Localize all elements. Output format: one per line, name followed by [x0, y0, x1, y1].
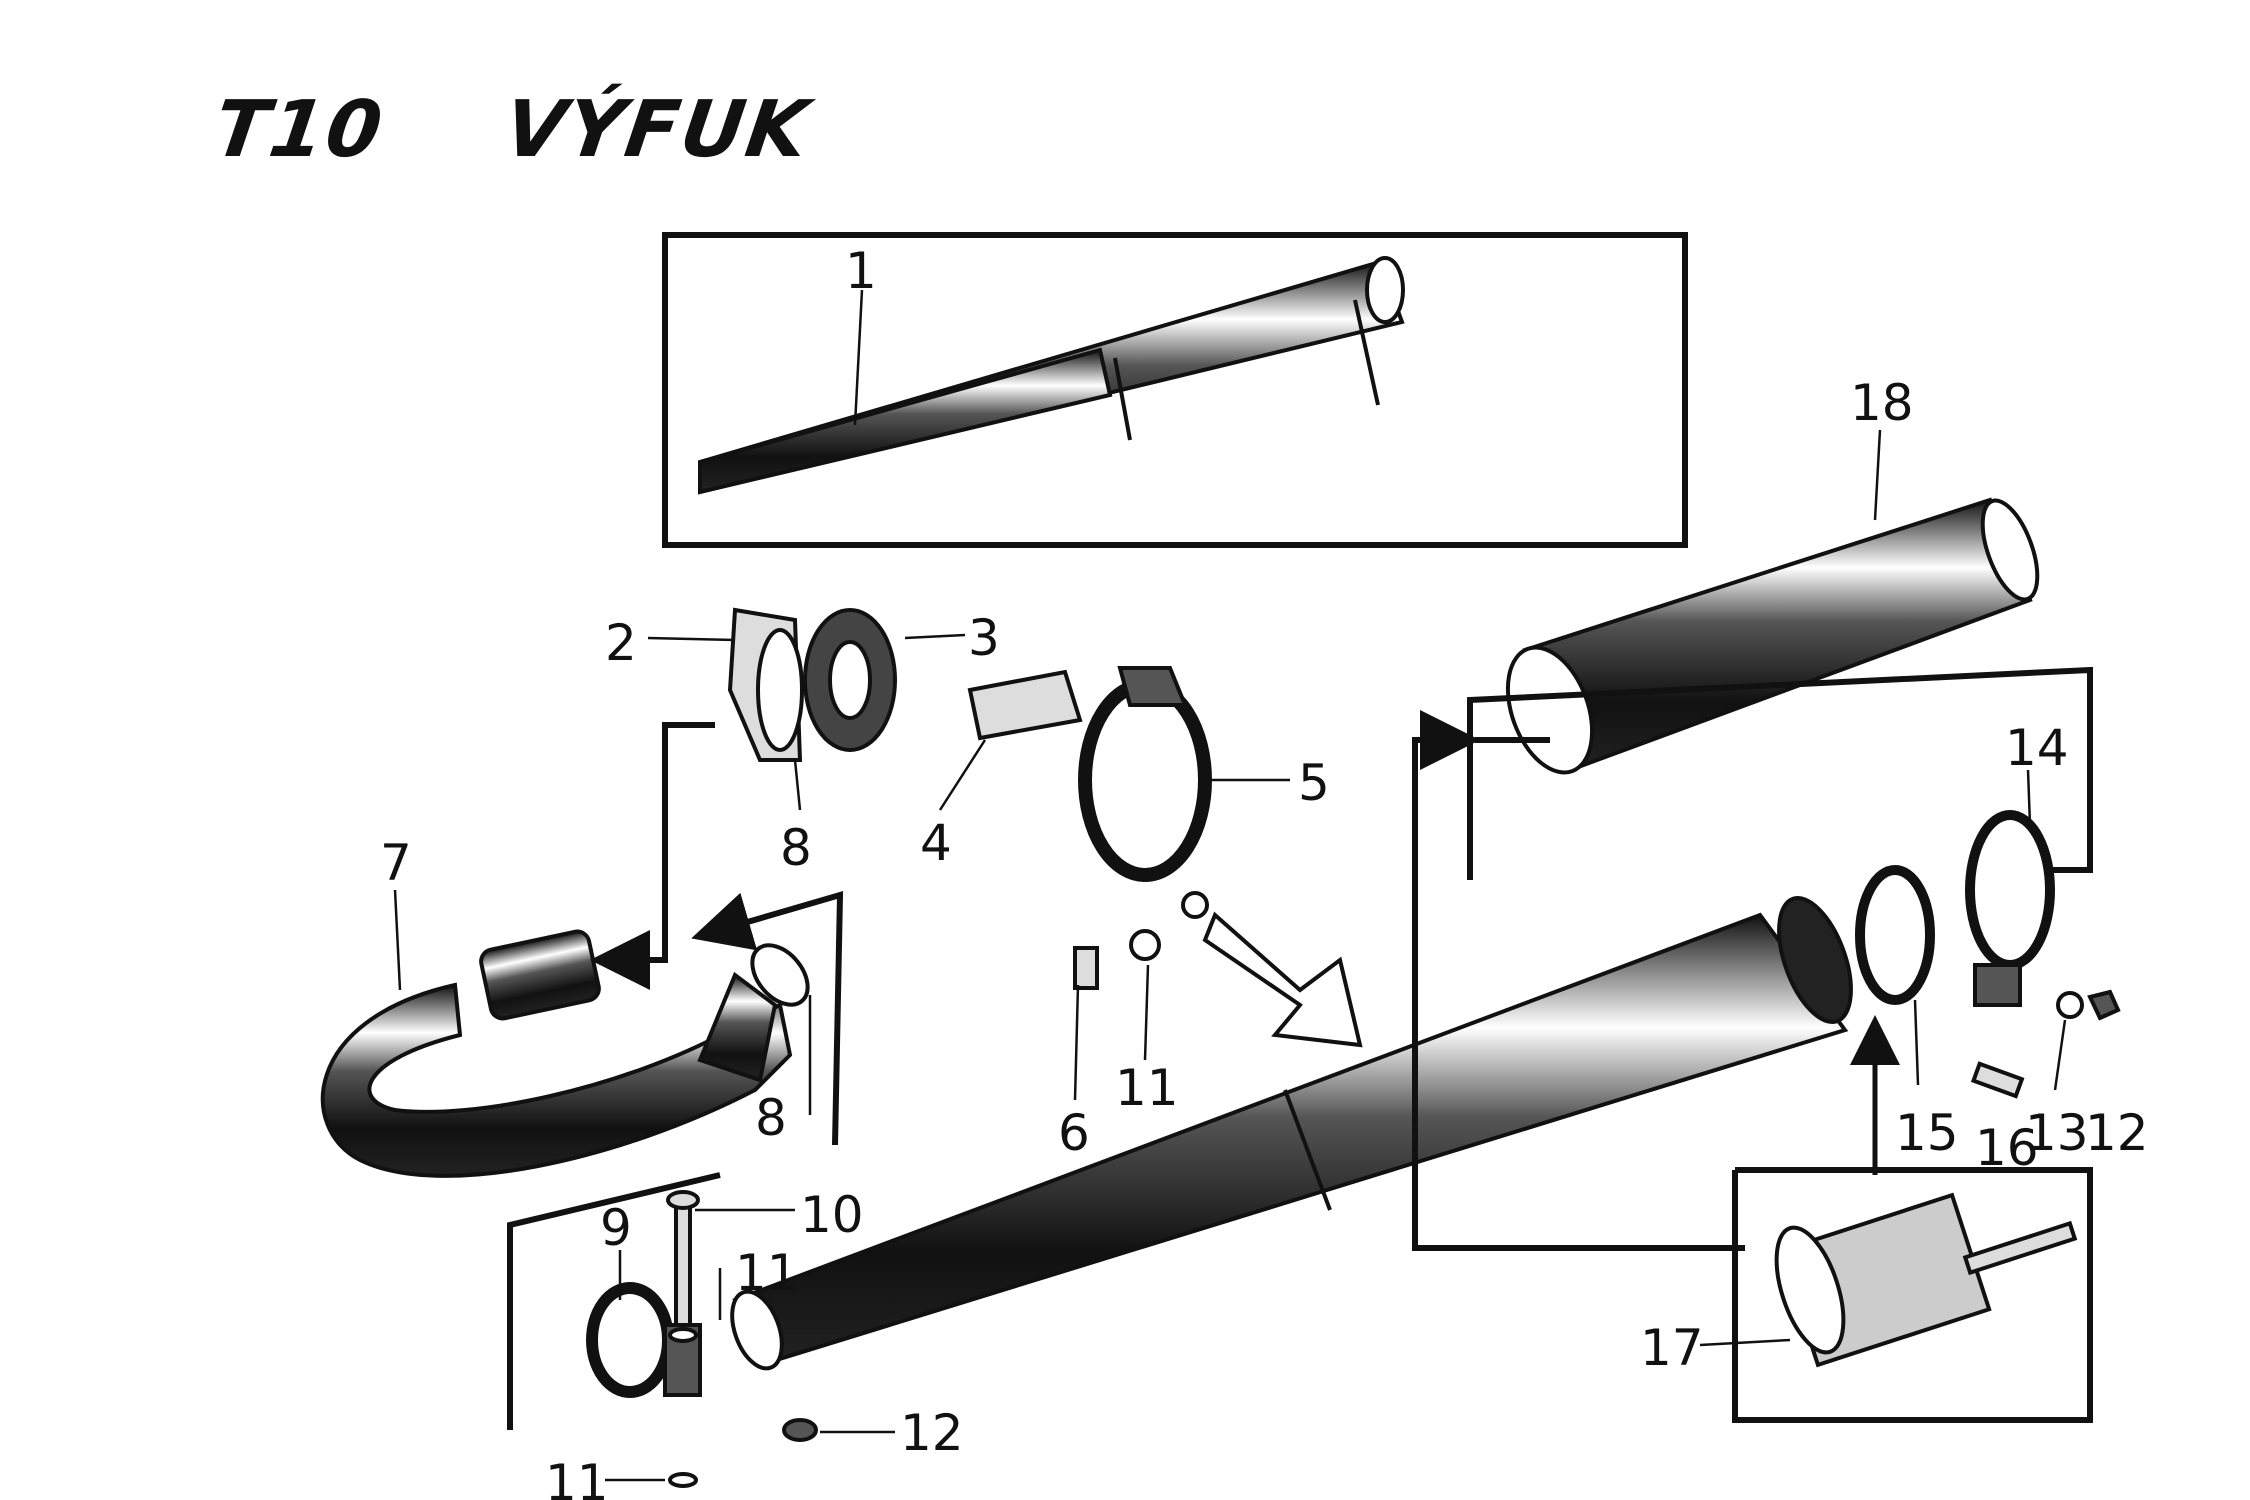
exhaust-clamp-group [586, 1190, 818, 1488]
muffler-1-group [662, 232, 1688, 548]
exhaust-pipe-flare [750, 943, 810, 1007]
callout-3: 3 [968, 609, 1000, 667]
leader-1 [853, 289, 864, 426]
bolt-6 [1073, 946, 1099, 990]
callout-11-lower: 11 [545, 1454, 609, 1500]
callout-2: 2 [605, 614, 637, 672]
muffler-1-taper [698, 347, 1113, 495]
leader-17 [1699, 1338, 1791, 1347]
callout-7: 7 [380, 834, 412, 892]
bolt-10 [674, 1203, 692, 1327]
leader-7 [393, 889, 402, 991]
callout-6: 6 [1058, 1104, 1090, 1162]
insert-17-rod [1962, 1220, 2078, 1276]
gasket-8 [756, 628, 804, 752]
muffler-18 [1522, 497, 2033, 773]
muffler-1-end [1365, 256, 1405, 324]
muffler-18-end [1980, 498, 2040, 602]
leader-4 [938, 739, 987, 811]
muffler-1-seam [1113, 357, 1132, 441]
clamp-9 [586, 1282, 674, 1398]
callout-13: 13 [2025, 1104, 2089, 1162]
clamp-group [967, 666, 1363, 1048]
callout-18: 18 [1850, 374, 1914, 432]
washer-11-upper [668, 1327, 698, 1343]
leader-lines [393, 289, 2067, 1482]
nut-12 [782, 1418, 818, 1442]
leader-2 [647, 636, 736, 642]
frame-insert-17 [1732, 1167, 2093, 1423]
callout-5: 5 [1298, 754, 1330, 812]
exhaust-pipe-neck [697, 971, 778, 1083]
callout-12-rear: 12 [2085, 1104, 2149, 1162]
callout-15: 15 [1895, 1104, 1959, 1162]
route-clamp-frame-b [691, 890, 844, 1146]
route-flange-pipe [590, 722, 715, 990]
leader-14 [2026, 769, 2032, 826]
insert-17-opening [1774, 1225, 1846, 1355]
main-muffler-inlet [730, 1289, 784, 1371]
muffler-1-band [1353, 299, 1380, 406]
leader-8 [793, 759, 802, 811]
muffler-18-group [1505, 497, 2040, 775]
washer-11 [1129, 929, 1161, 961]
pipe-sleeve [479, 929, 601, 1021]
callout-labels: 1 2 3 4 5 6 7 8 8 9 10 11 11 11 12 12 13… [380, 242, 2149, 1500]
finned-nut-3-bore [828, 640, 872, 720]
callout-10: 10 [800, 1186, 864, 1244]
rear-parts-group [1774, 810, 2121, 1368]
callout-4: 4 [920, 814, 952, 872]
clamp-14-lug [1973, 963, 2022, 1007]
bracket-4 [967, 669, 1083, 741]
main-muffler-seam [1283, 1089, 1332, 1211]
bolt-10-head [666, 1190, 700, 1210]
leader-3 [904, 633, 966, 640]
clamp-5 [1078, 678, 1212, 882]
callout-16: 16 [1975, 1119, 2039, 1177]
flange-assembly [727, 607, 897, 762]
clamp-5-lug [1181, 891, 1209, 919]
assembly-lines [507, 666, 2093, 1430]
route-frame-18 [1467, 666, 2093, 880]
leader-13 [2053, 1019, 2067, 1091]
nut-12-rear [2087, 989, 2121, 1021]
callout-8b: 8 [755, 1089, 787, 1147]
exhaust-pipe-group [320, 929, 810, 1178]
clamp-14 [1965, 810, 2055, 970]
main-muffler-rim [1777, 896, 1853, 1024]
callout-11-clamp: 11 [1115, 1059, 1179, 1117]
callout-9: 9 [600, 1199, 632, 1257]
route-insert-muffler [1412, 710, 1745, 1251]
callout-14: 14 [2005, 719, 2069, 777]
callout-11-upper: 11 [735, 1244, 799, 1302]
frame-box [662, 232, 1688, 548]
route-clamp-frame-a [507, 1172, 721, 1430]
assembly-arrow-5 [1202, 911, 1363, 1048]
washer-13 [2056, 991, 2084, 1019]
leader-15 [1913, 999, 1920, 1086]
clamp-5-top [1117, 666, 1188, 707]
leader-18 [1873, 429, 1882, 521]
seal-15 [1855, 865, 1935, 1005]
leader-6 [1073, 984, 1080, 1101]
callout-12: 12 [900, 1404, 964, 1462]
callout-17: 17 [1640, 1319, 1704, 1377]
washer-11-lower [668, 1472, 698, 1488]
main-muffler-group [730, 896, 1853, 1371]
callout-8: 8 [780, 819, 812, 877]
callout-1: 1 [845, 242, 877, 300]
exhaust-pipe-bend [320, 982, 793, 1178]
leader-11-clamp [1143, 964, 1150, 1061]
bolt-16 [1970, 1061, 2025, 1099]
